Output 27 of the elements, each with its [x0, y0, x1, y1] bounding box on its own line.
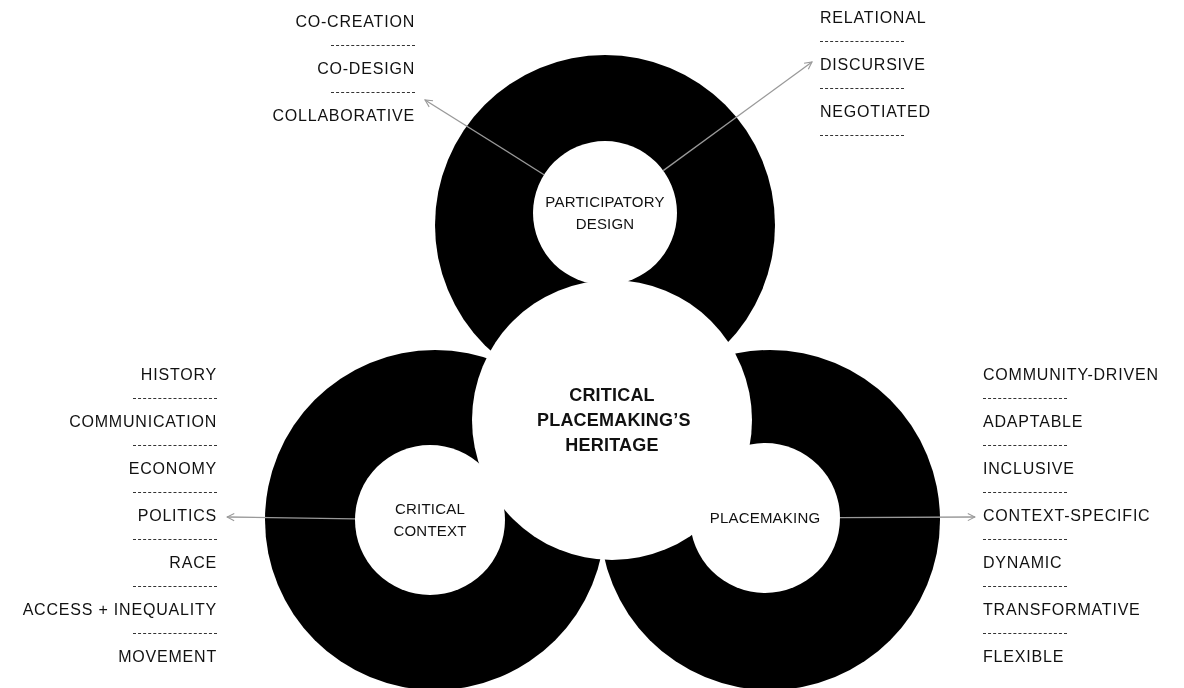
term-label: TRANSFORMATIVE — [983, 600, 1141, 620]
term-label: COLLABORATIVE — [272, 106, 415, 126]
term-label: COMMUNITY-DRIVEN — [983, 365, 1159, 385]
term-label: RACE — [169, 553, 217, 573]
circle-label: PLACEMAKING — [709, 508, 821, 528]
term-label: COMMUNICATION — [69, 412, 217, 432]
term-label: INCLUSIVE — [983, 459, 1075, 479]
term-label: FLEXIBLE — [983, 647, 1065, 667]
arrow — [662, 61, 813, 172]
arrow — [226, 512, 356, 522]
term-label: DISCURSIVE — [820, 55, 926, 75]
arrow — [839, 512, 976, 522]
term-label: CO-CREATION — [295, 12, 415, 32]
arrow — [424, 99, 545, 176]
circle-label: PARTICIPATORY DESIGN — [544, 192, 666, 234]
term-label: ADAPTABLE — [983, 412, 1084, 432]
term-label: MOVEMENT — [118, 647, 217, 667]
circle-label: CRITICAL CONTEXT — [392, 499, 468, 541]
term-label: ACCESS + INEQUALITY — [22, 600, 217, 620]
term-label: ECONOMY — [128, 459, 217, 479]
term-label: HISTORY — [140, 365, 217, 385]
term-label: NEGOTIATED — [820, 102, 931, 122]
term-label: RELATIONAL — [820, 8, 927, 28]
term-label: POLITICS — [137, 506, 217, 526]
term-label: CONTEXT-SPECIFIC — [983, 506, 1151, 526]
term-label: DYNAMIC — [983, 553, 1063, 573]
term-label: CO-DESIGN — [317, 59, 415, 79]
